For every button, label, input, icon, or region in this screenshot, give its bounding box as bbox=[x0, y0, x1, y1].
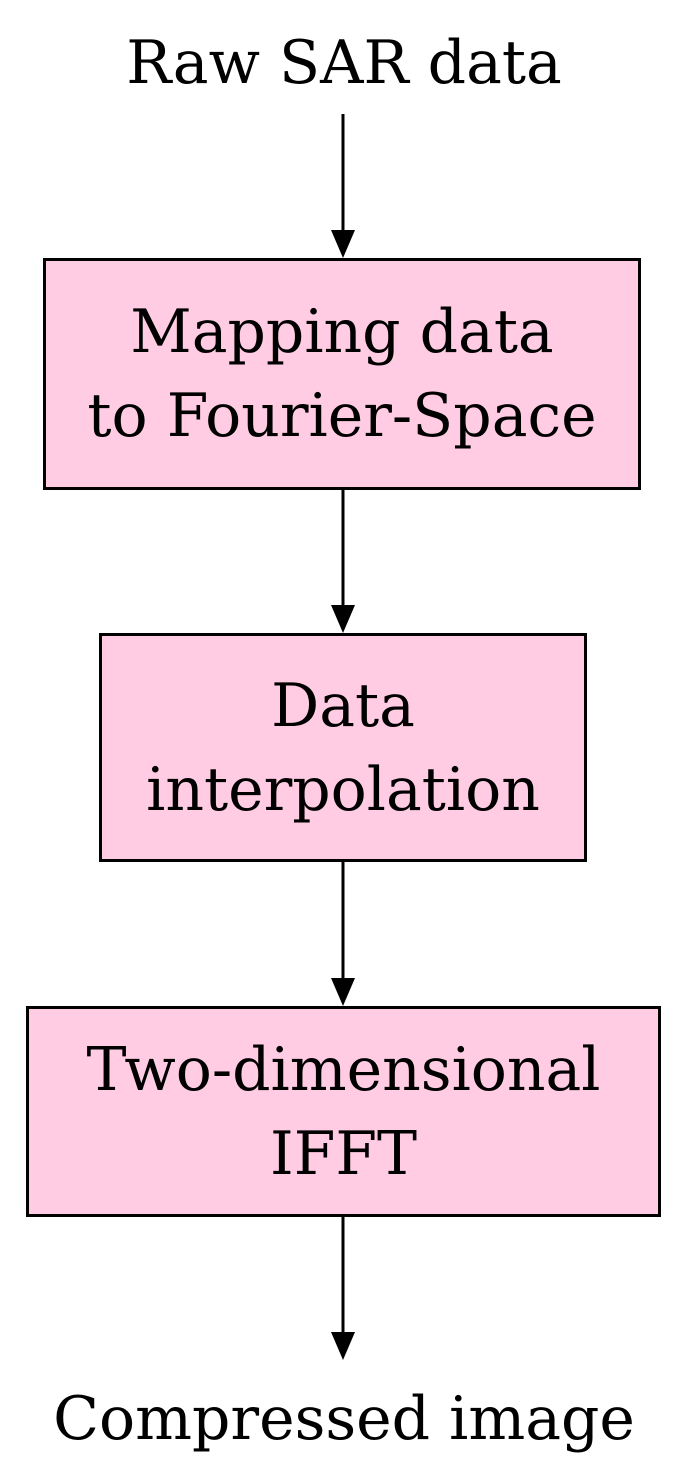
process-box-mapping: Mapping data to Fourier-Space bbox=[43, 258, 641, 490]
process-box-mapping-line-1: Mapping data bbox=[130, 297, 554, 367]
process-box-ifft: Two-dimensional IFFT bbox=[26, 1006, 661, 1217]
process-box-ifft-line-1: Two-dimensional bbox=[86, 1034, 601, 1105]
process-box-mapping-line-2: to Fourier-Space bbox=[87, 381, 597, 451]
arrow-ifft-to-output bbox=[331, 1217, 355, 1360]
process-box-interpolation-line-1: Data bbox=[271, 670, 415, 741]
arrow-mapping-to-interpolation bbox=[331, 490, 355, 633]
process-box-interpolation-line-2: interpolation bbox=[146, 754, 540, 825]
process-box-ifft-line-2: IFFT bbox=[270, 1118, 417, 1189]
process-box-interpolation: Data interpolation bbox=[99, 633, 587, 862]
input-label: Raw SAR data bbox=[126, 28, 562, 98]
arrow-interpolation-to-ifft bbox=[331, 862, 355, 1006]
arrow-input-to-mapping bbox=[331, 114, 355, 258]
output-label: Compressed image bbox=[53, 1384, 635, 1454]
